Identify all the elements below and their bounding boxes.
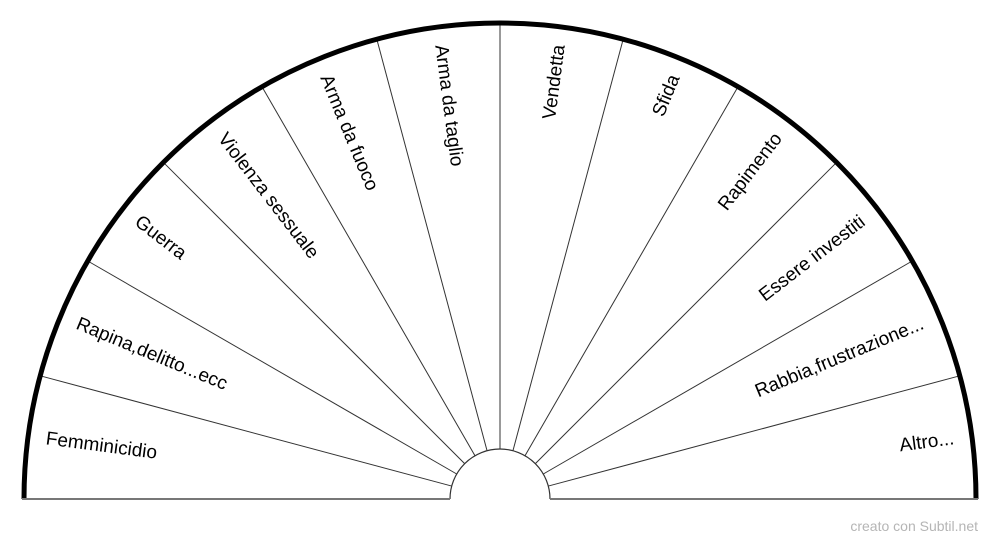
sector-divider xyxy=(535,163,836,464)
sector-label: Femminicidio xyxy=(45,428,159,463)
sector-label: Rapina,delitto...ecc xyxy=(73,314,230,395)
credit-text: creato con Subtil.net xyxy=(850,518,978,534)
sector-label: Vendetta xyxy=(539,43,570,121)
sector-label: Essere investiti xyxy=(755,211,869,305)
outer-arc xyxy=(21,20,979,500)
sector-divider xyxy=(164,163,465,464)
sector-divider xyxy=(524,88,738,456)
sector-divider xyxy=(89,261,457,475)
sector-dividers xyxy=(42,25,958,487)
sector-divider xyxy=(262,88,476,456)
sector-label: Altro... xyxy=(898,428,955,456)
sector-label: Rabbia,frustrazione... xyxy=(752,314,927,403)
sector-divider xyxy=(42,375,452,487)
sector-label: Violenza sessuale xyxy=(213,129,323,263)
sector-label: Arma da fuoco xyxy=(315,72,382,194)
sector-label: Arma da taglio xyxy=(430,43,467,167)
sector-divider xyxy=(548,375,958,487)
inner-arc xyxy=(449,448,551,500)
sector-label: Guerra xyxy=(131,211,191,264)
sector-divider xyxy=(543,261,911,475)
sector-divider xyxy=(512,41,624,451)
sector-label: Rapimento xyxy=(714,129,787,215)
sector-divider xyxy=(376,41,488,451)
sector-label: Sfida xyxy=(649,71,685,119)
